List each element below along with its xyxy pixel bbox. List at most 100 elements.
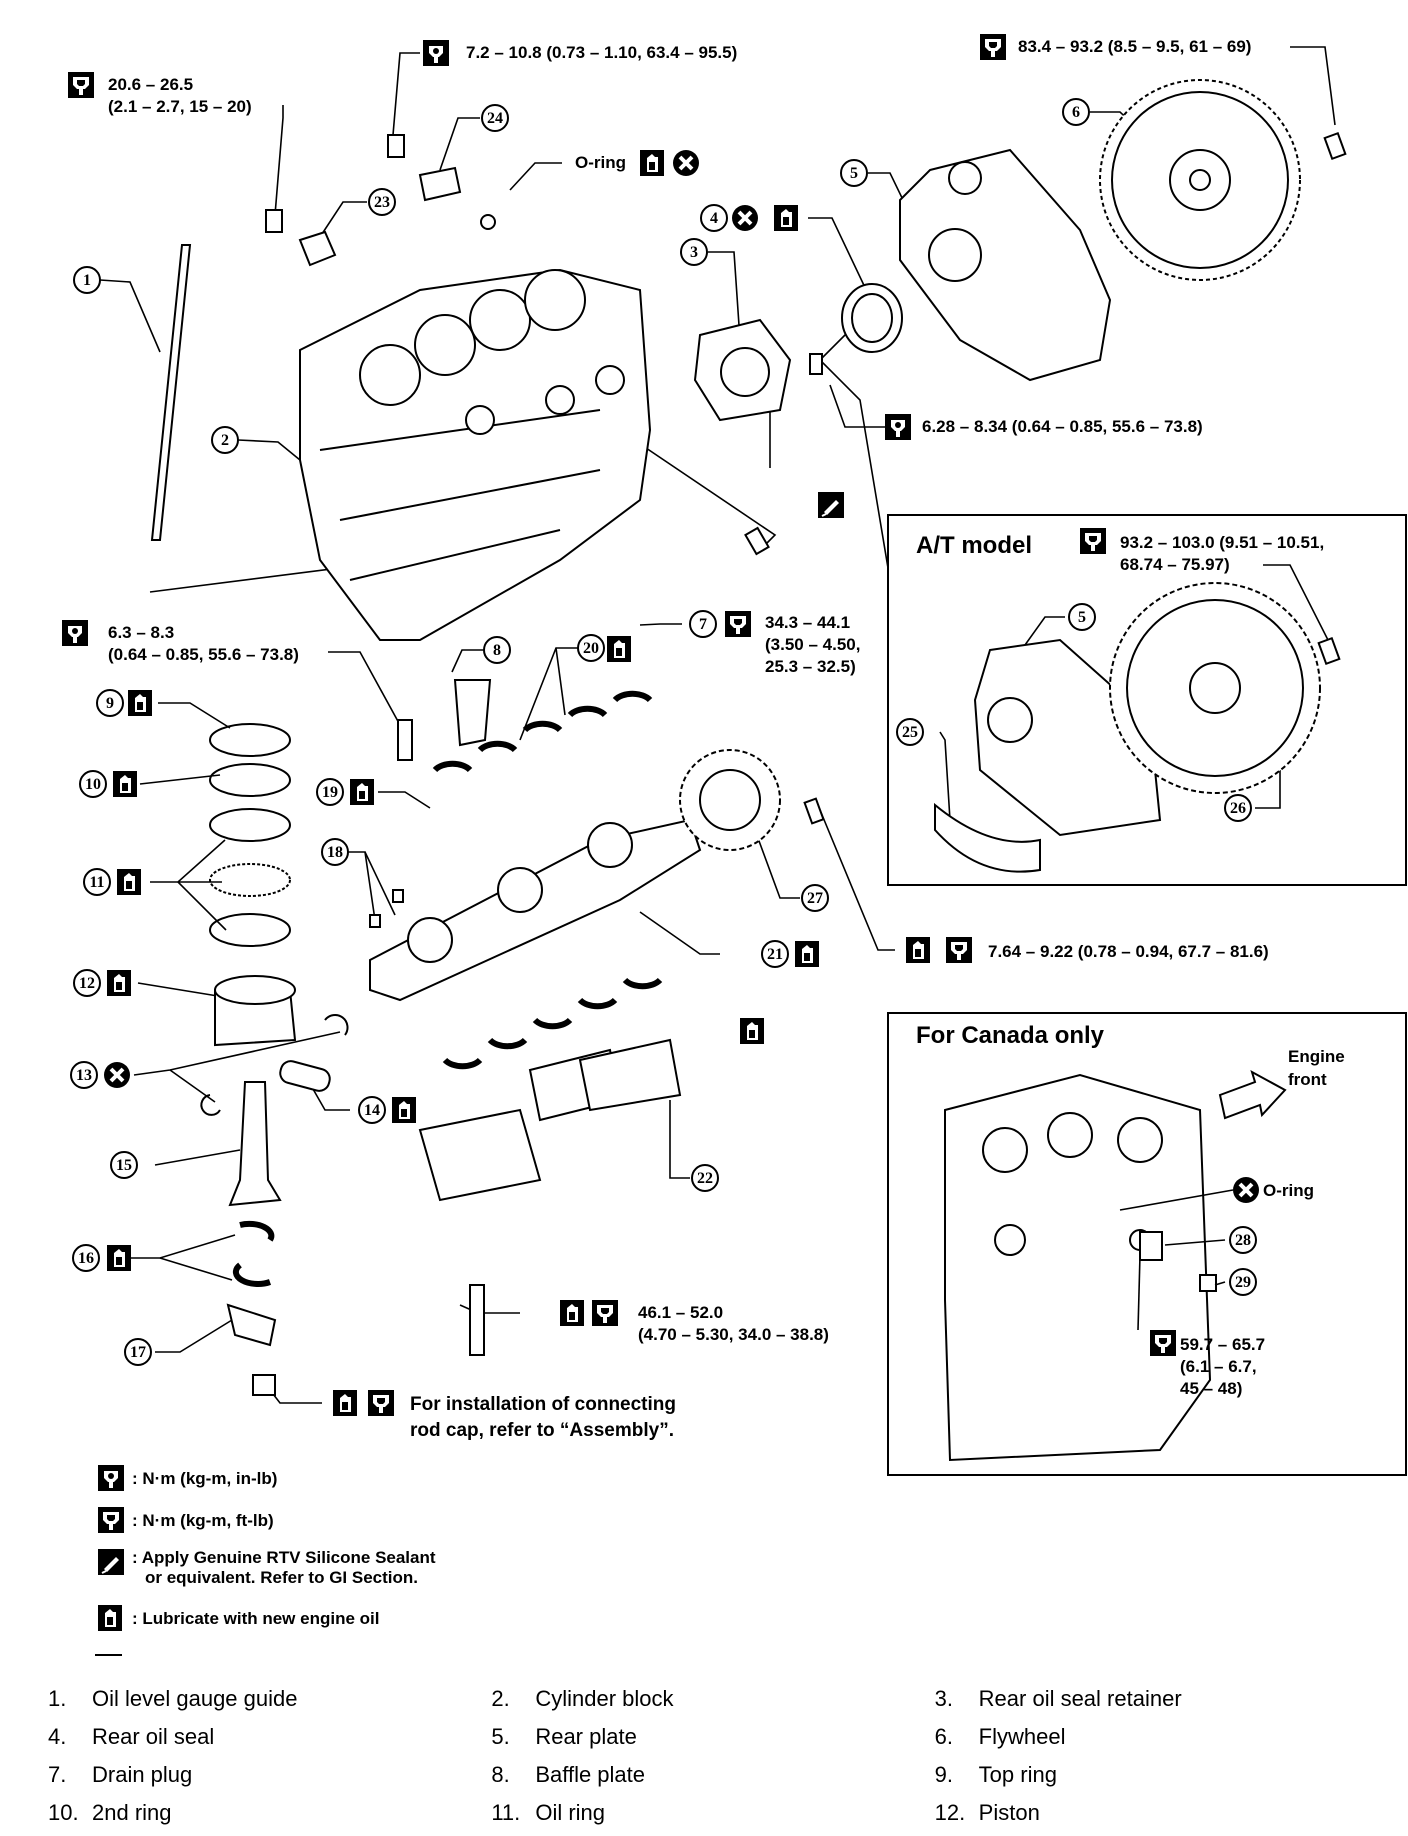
oil-can-icon	[350, 779, 374, 805]
oil-ring-lower-drawing	[209, 913, 291, 947]
list-item: 9.Top ring	[935, 1762, 1378, 1788]
oil-can-icon	[607, 636, 631, 662]
oil-can-icon	[117, 869, 141, 895]
callout-23: 23	[368, 188, 396, 216]
parts-row: 7.Drain plug 8.Baffle plate 9.Top ring	[48, 1756, 1378, 1794]
oil-can-icon	[640, 150, 664, 176]
svg-text:16: 16	[78, 1250, 94, 1267]
engine-front-arrow-icon	[1218, 1069, 1287, 1120]
torque-7-line3: 25.3 – 32.5)	[765, 657, 856, 676]
oil-can-icon	[333, 1390, 357, 1416]
callout-5-at: 5	[1068, 603, 1096, 631]
oil-can-icon	[107, 1245, 131, 1271]
torque-ftlb-icon	[368, 1390, 394, 1416]
svg-text:8: 8	[493, 642, 501, 659]
canada-title: For Canada only	[916, 1022, 1105, 1049]
canada-box: For Canada only Engine front O-ring 28 2…	[887, 1012, 1407, 1476]
engine-front-line1: Engine	[1288, 1047, 1345, 1066]
svg-text:17: 17	[130, 1344, 146, 1361]
part-name: Baffle plate	[535, 1762, 646, 1787]
at-model-title: A/T model	[916, 532, 1032, 559]
part-number: 8.	[491, 1762, 510, 1787]
canada-block-drawing	[944, 1073, 1212, 1462]
list-item: 2.Cylinder block	[491, 1686, 934, 1712]
main-bearing-cap-1-drawing	[418, 1108, 542, 1202]
callout-19: 19	[316, 778, 344, 806]
torque-24: 7.2 – 10.8 (0.73 – 1.10, 63.4 – 95.5)	[466, 43, 737, 62]
torque-ftlb-icon	[98, 1507, 124, 1533]
callout-14: 14	[358, 1096, 386, 1124]
callout-17: 17	[124, 1338, 152, 1366]
svg-text:1: 1	[83, 272, 91, 289]
part-name: Flywheel	[978, 1724, 1066, 1749]
oil-can-icon	[107, 970, 131, 996]
snap-ring-2-drawing	[200, 1094, 221, 1116]
top-ring-drawing	[209, 723, 291, 757]
thrust-washer-2-drawing	[392, 889, 404, 903]
torque-ftlb-icon	[980, 34, 1006, 60]
rod-cap-note-line1: For installation of connecting	[410, 1394, 676, 1415]
callout-8: 8	[483, 636, 511, 664]
torque-8-line2: (0.64 – 0.85, 55.6 – 73.8)	[108, 645, 299, 664]
callout-15: 15	[110, 1151, 138, 1179]
main-bearing-cap-3-drawing	[578, 1038, 682, 1112]
svg-text:21: 21	[767, 946, 783, 963]
callout-4: 4	[700, 204, 728, 232]
callout-1: 1	[73, 266, 101, 294]
torque-inlb-icon	[423, 40, 449, 66]
callout-24: 24	[481, 104, 509, 132]
torque-ftlb-icon	[592, 1300, 618, 1326]
rear-plate-drawing	[899, 148, 1112, 382]
oil-can-icon	[774, 205, 798, 231]
heater-28-drawing	[1139, 1231, 1163, 1261]
legend-sealant-line1: : Apply Genuine RTV Silicone Sealant	[132, 1548, 436, 1567]
engine-front-line2: front	[1288, 1070, 1327, 1089]
svg-text:5: 5	[850, 165, 858, 182]
svg-text:15: 15	[116, 1157, 132, 1174]
callout-9: 9	[96, 689, 124, 717]
oring-label: O-ring	[575, 153, 626, 172]
parts-row: 1.Oil level gauge guide 2.Cylinder block…	[48, 1680, 1378, 1718]
parts-row: 4.Rear oil seal 5.Rear plate 6.Flywheel	[48, 1718, 1378, 1756]
piston-pin-drawing	[279, 1060, 331, 1092]
oil-ring-middle-drawing	[209, 863, 291, 897]
thrust-washer-1-drawing	[369, 914, 381, 928]
baffle-plate-drawing	[453, 679, 492, 747]
canada-oring-label: O-ring	[1263, 1181, 1314, 1200]
do-not-reuse-icon	[730, 203, 760, 233]
svg-text:24: 24	[487, 110, 503, 127]
torque-ftlb-icon	[946, 937, 972, 963]
oil-can-icon	[392, 1097, 416, 1123]
svg-text:4: 4	[710, 210, 718, 227]
rod-nut-drawing	[252, 1374, 276, 1396]
callout-3: 3	[680, 238, 708, 266]
svg-text:13: 13	[76, 1067, 92, 1084]
drive-plate-bolt-drawing	[1317, 636, 1341, 666]
oil-can-icon	[740, 1018, 764, 1044]
crankshaft-drawing	[369, 818, 702, 1002]
legend-lubricate: : Lubricate with new engine oil	[132, 1609, 379, 1628]
oring-drawing	[480, 214, 496, 230]
torque-22-line1: 46.1 – 52.0	[638, 1303, 723, 1322]
part-number: 5.	[491, 1724, 510, 1749]
torque-22-line2: (4.70 – 5.30, 34.0 – 38.8)	[638, 1325, 829, 1344]
part-number: 10.	[48, 1800, 79, 1825]
rod-bearing-upper-drawing	[239, 1220, 275, 1242]
svg-text:11: 11	[89, 874, 104, 891]
callout-26: 26	[1224, 794, 1252, 822]
callout-25: 25	[896, 718, 924, 746]
signal-plate-bolt-drawing	[803, 797, 825, 825]
legend-sealant-line2: or equivalent. Refer to GI Section.	[145, 1568, 418, 1587]
rod-cap-drawing	[226, 1303, 277, 1347]
torque-inlb-icon	[62, 620, 88, 646]
part-name: Oil ring	[535, 1800, 606, 1825]
part-name: Rear plate	[535, 1724, 637, 1749]
torque-ftlb-icon	[68, 72, 94, 98]
torque-inlb-icon	[885, 414, 911, 440]
part-name: Cylinder block	[535, 1686, 674, 1711]
oil-can-icon	[128, 690, 152, 716]
part-number: 1.	[48, 1686, 67, 1711]
svg-text:6: 6	[1072, 104, 1080, 121]
part-name: Piston	[978, 1800, 1040, 1825]
